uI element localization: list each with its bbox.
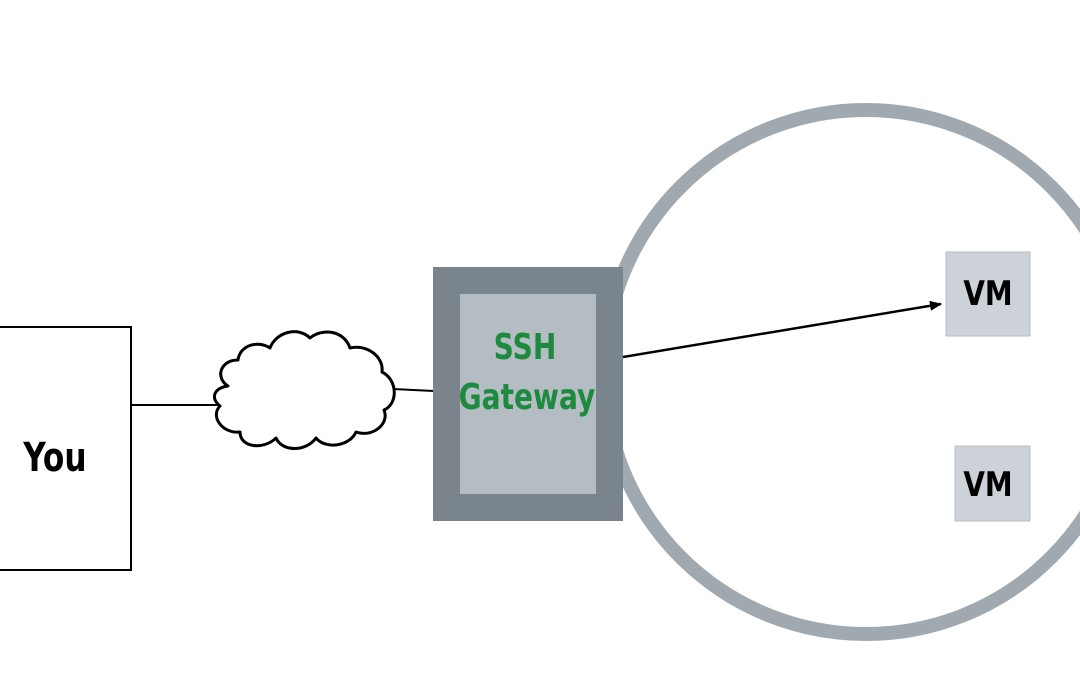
user-label: You [22, 435, 86, 481]
gateway-label-line1: SSH [494, 326, 557, 368]
vm-node: VM [954, 445, 1031, 522]
ssh-gateway-node: SSH Gateway [433, 267, 623, 521]
user-box [0, 326, 132, 571]
vm-label: VM [963, 274, 1012, 313]
gateway-panel [460, 294, 596, 494]
cloud-icon [212, 330, 396, 450]
user-node: You [0, 326, 132, 571]
gateway-to-vm-arrow [622, 300, 942, 359]
internet-to-gateway-line [392, 388, 435, 392]
vm-node: VM [945, 251, 1031, 337]
gateway-label-line2: Gateway [459, 376, 596, 418]
vm-box [945, 251, 1031, 337]
private-network-ring [597, 103, 1080, 641]
vm-box [954, 445, 1031, 522]
vm-label: VM [963, 465, 1012, 504]
